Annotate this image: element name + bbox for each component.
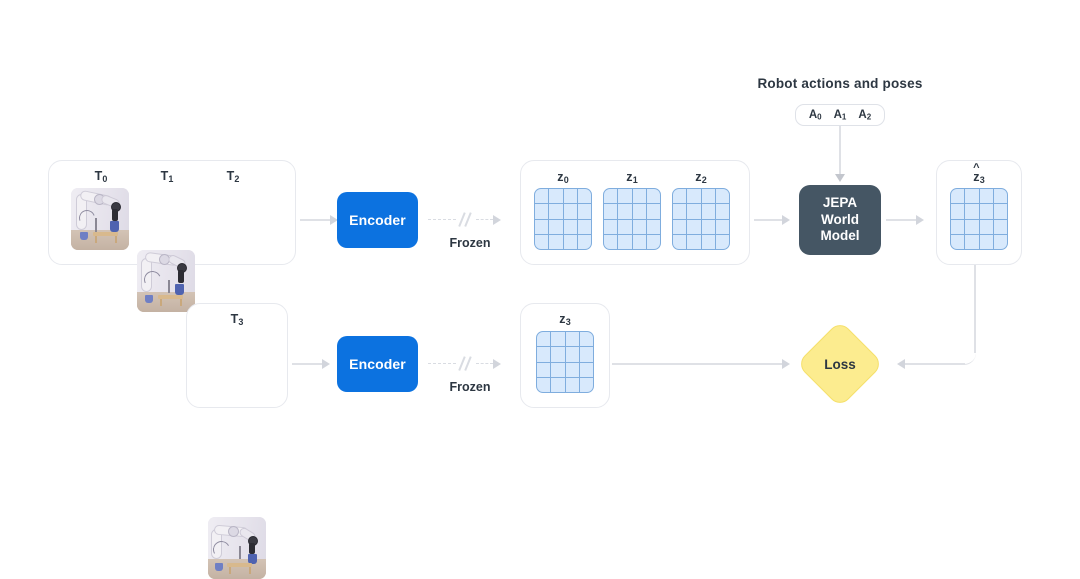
target-frame-label: T3 <box>230 312 244 327</box>
context-frame-label-1: T1 <box>160 169 174 184</box>
arrow-latents-to-jepa-head <box>782 215 790 225</box>
arrow-latents-to-jepa-line <box>754 219 782 221</box>
robot-actions-title: Robot actions and poses <box>757 76 923 91</box>
loss-label: Loss <box>824 356 856 372</box>
target-frame-panel <box>186 303 288 408</box>
context-frame-thumb-0 <box>71 188 129 250</box>
zhat-to-loss-vertical <box>974 265 976 353</box>
arrow-latent-to-loss-head <box>782 359 790 369</box>
frozen-break-top <box>458 212 474 228</box>
target-latent-label: z3 <box>559 312 571 327</box>
latent-label-1: z1 <box>626 170 638 185</box>
arrow-target-to-encoder-line <box>292 363 322 365</box>
actions-pill: A0 A1 A2 <box>795 104 885 126</box>
frozen-label-top: Frozen <box>449 236 491 250</box>
arrow-frames-to-encoder-line <box>300 219 330 221</box>
arrow-latent-to-loss-line <box>612 363 782 365</box>
latent-grid-0 <box>534 188 592 250</box>
encoder-top-label: Encoder <box>349 212 406 228</box>
frozen-arrow-head-top <box>493 215 501 225</box>
frozen-break-bottom <box>458 356 474 372</box>
frozen-dash-bottom-left <box>428 363 456 364</box>
jepa-world-model-block[interactable]: JEPA World Model <box>799 185 881 255</box>
jepa-line-0: JEPA <box>822 194 858 210</box>
jepa-training-diagram: T0 T1 T2 <box>48 76 1022 579</box>
action-token-2: A2 <box>858 108 872 122</box>
zhat-to-loss-horizontal <box>905 363 965 365</box>
encoder-bottom-label: Encoder <box>349 356 406 372</box>
context-frame-thumb-1 <box>137 250 195 312</box>
action-token-0: A0 <box>808 108 822 122</box>
arrow-jepa-to-zhat-head <box>916 215 924 225</box>
frozen-arrow-head-bottom <box>493 359 501 369</box>
predicted-latent-grid <box>950 188 1008 250</box>
predicted-latent-label: ^z3 <box>973 162 985 185</box>
frozen-label-bottom: Frozen <box>449 380 491 394</box>
frozen-dash-top-left <box>428 219 456 220</box>
latent-grid-2 <box>672 188 730 250</box>
frozen-dash-top-right <box>476 219 493 220</box>
target-frame-thumb <box>208 517 266 579</box>
arrow-frames-to-encoder-head <box>330 215 338 225</box>
action-token-1: A1 <box>833 108 847 122</box>
context-frame-label-2: T2 <box>226 169 240 184</box>
encoder-bottom[interactable]: Encoder <box>337 336 418 392</box>
jepa-line-2: Model <box>820 228 860 244</box>
arrow-actions-to-jepa-head <box>835 174 845 182</box>
latent-label-2: z2 <box>695 170 707 185</box>
latent-label-0: z0 <box>557 170 569 185</box>
arrow-actions-to-jepa-line <box>839 126 841 174</box>
arrow-jepa-to-zhat-line <box>886 219 916 221</box>
latent-grid-1 <box>603 188 661 250</box>
z-hat-symbol: ^z <box>973 162 980 185</box>
zhat-to-loss-head <box>897 359 905 369</box>
arrow-target-to-encoder-head <box>322 359 330 369</box>
jepa-line-1: World <box>821 211 859 227</box>
frozen-dash-bottom-right <box>476 363 493 364</box>
encoder-top[interactable]: Encoder <box>337 192 418 248</box>
target-latent-grid <box>536 331 594 393</box>
context-frame-label-0: T0 <box>94 169 108 184</box>
